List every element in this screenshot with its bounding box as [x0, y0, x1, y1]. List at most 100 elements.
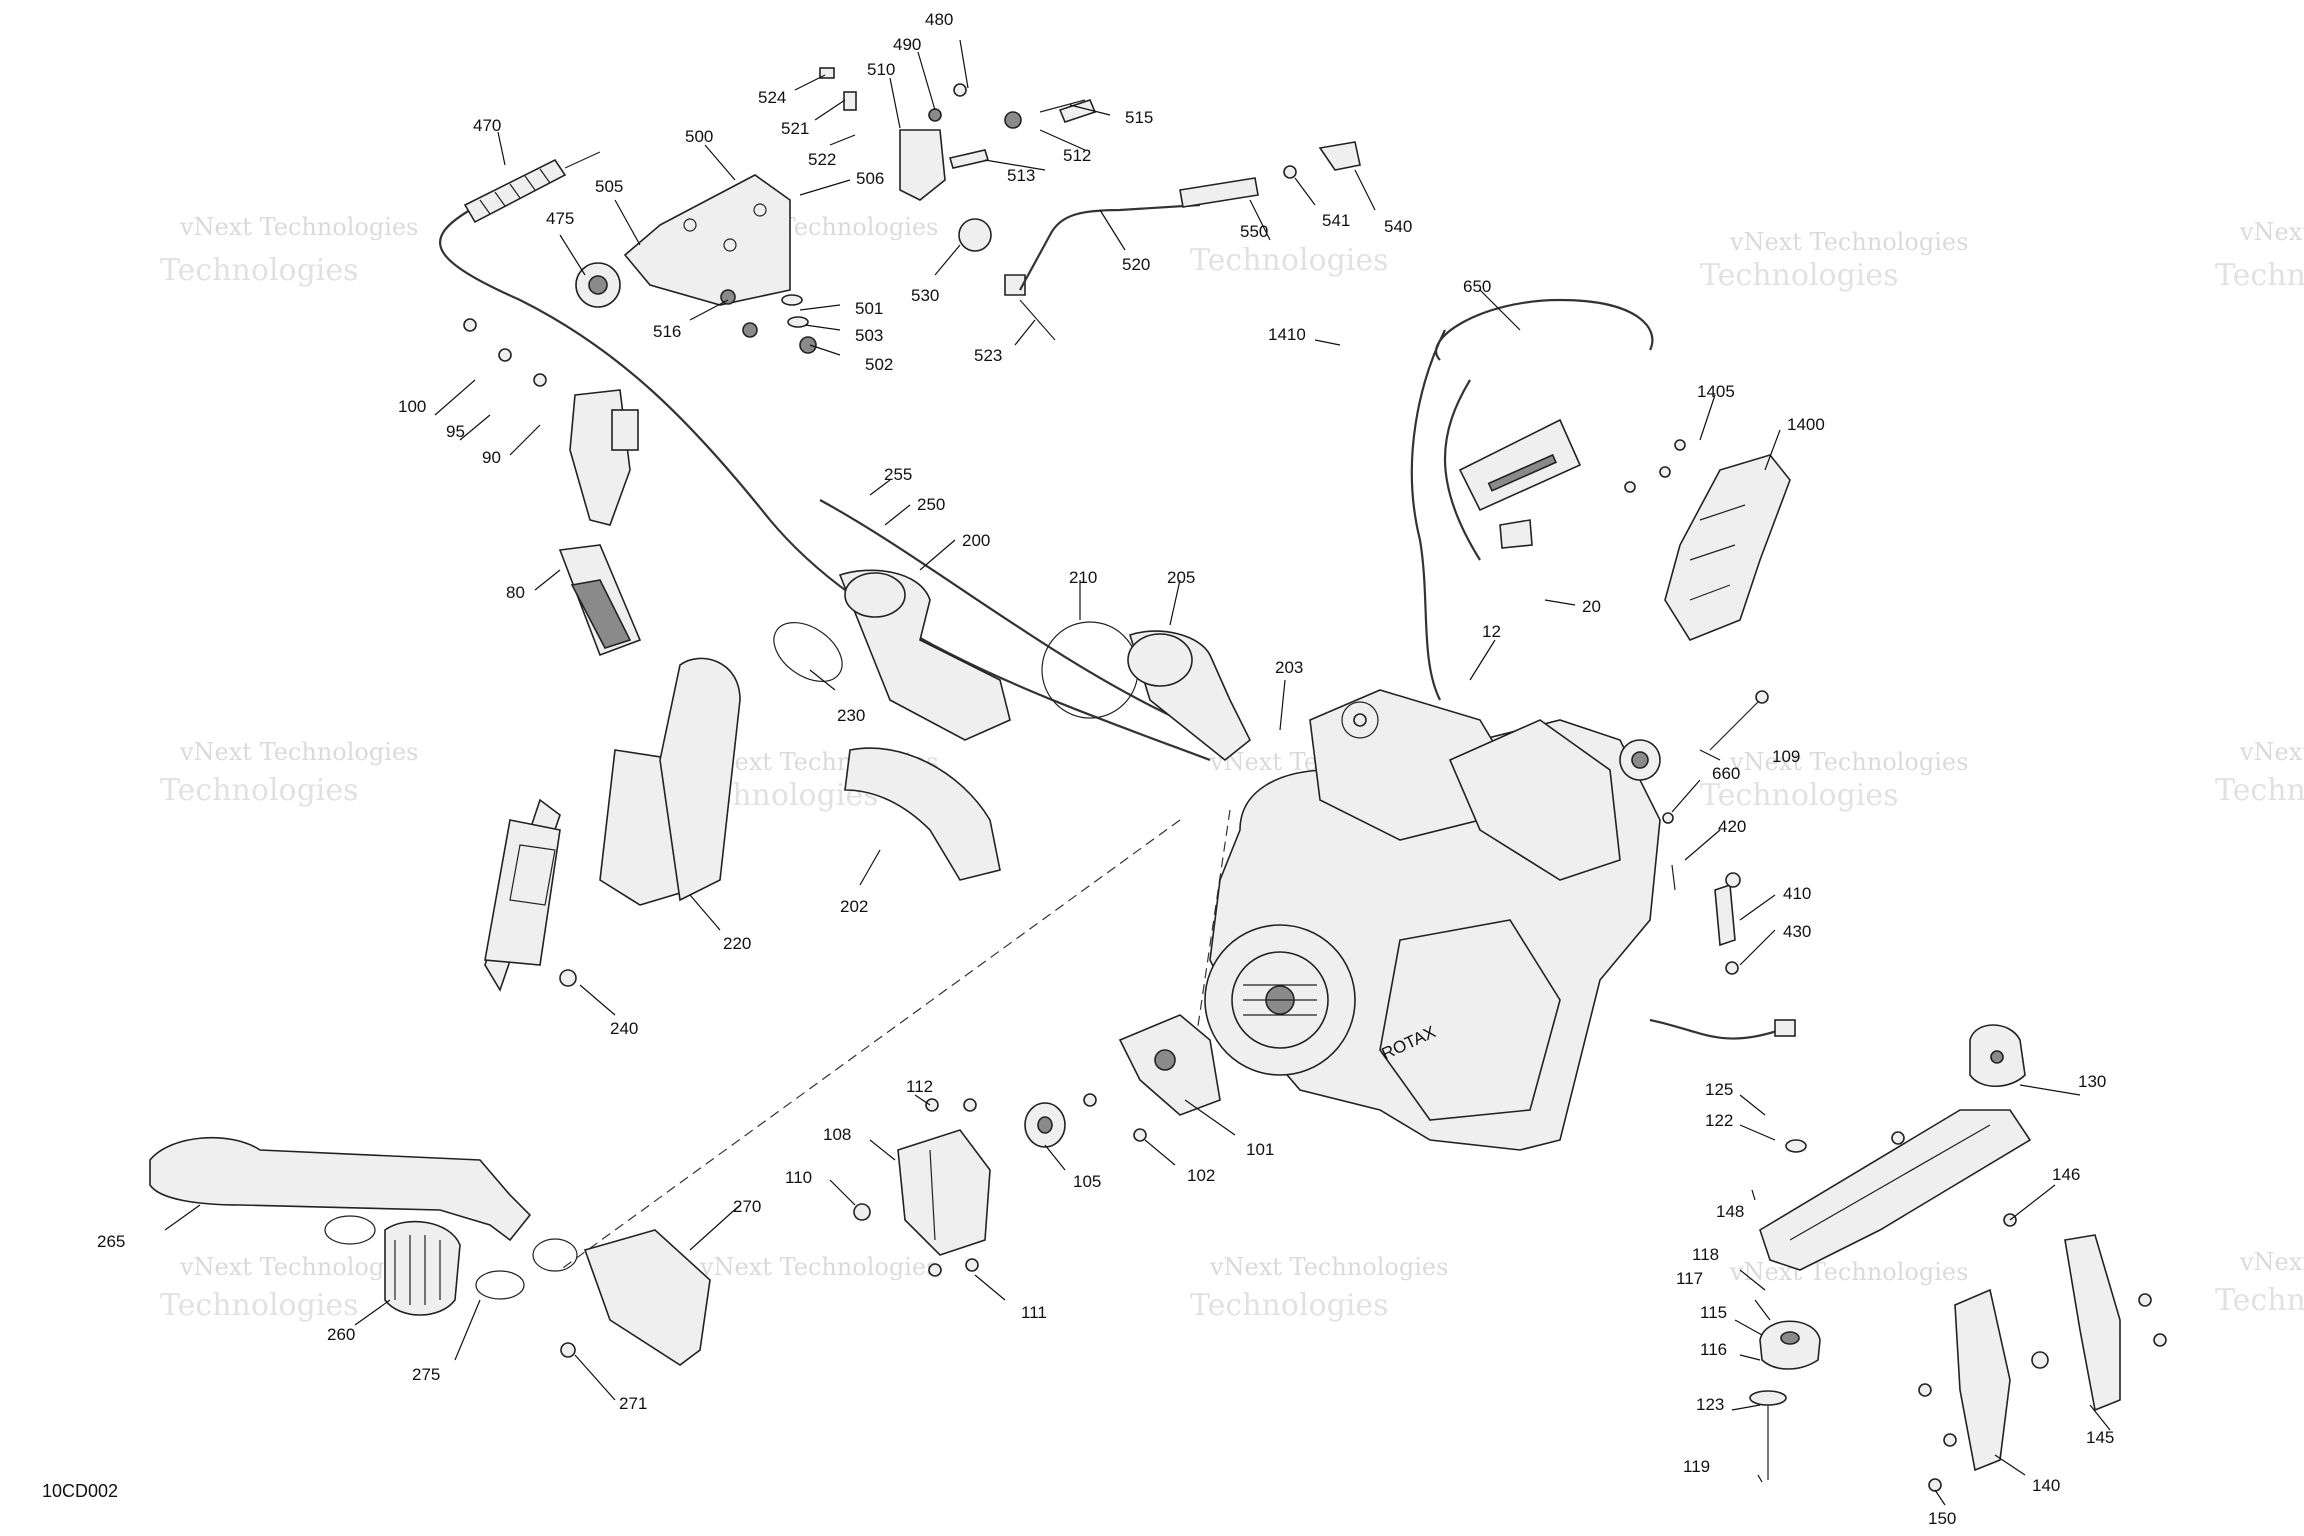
callout-523: 523	[974, 346, 1002, 365]
watermark-text: Technologies	[160, 1288, 359, 1323]
callout-117: 117	[1676, 1269, 1703, 1288]
callout-521: 521	[781, 119, 809, 138]
callout-150: 150	[1928, 1509, 1956, 1528]
callout-513: 513	[1007, 166, 1035, 185]
watermark-text: vNext Technologies	[699, 1253, 938, 1281]
wiring-harness-assembly	[1410, 298, 1654, 701]
callout-125: 125	[1705, 1080, 1733, 1099]
watermark-text: Technologies	[2215, 1283, 2304, 1318]
callout-480: 480	[925, 10, 953, 29]
callout-101: 101	[1246, 1140, 1274, 1159]
throttle-cable-assembly	[463, 151, 817, 354]
callout-512: 512	[1063, 146, 1091, 165]
callout-1405: 1405	[1697, 382, 1735, 401]
callout-130: 130	[2078, 1072, 2106, 1091]
callout-12: 12	[1482, 622, 1501, 641]
heat-shield-assembly	[1624, 439, 1791, 641]
callout-20: 20	[1582, 597, 1601, 616]
watermark-text: Technologies	[2215, 773, 2304, 808]
callout-410: 410	[1783, 884, 1811, 903]
document-code: 10CD002	[42, 1481, 118, 1501]
callout-230: 230	[837, 706, 865, 725]
callout-500: 500	[685, 127, 713, 146]
callout-505: 505	[595, 177, 623, 196]
callout-522: 522	[808, 150, 836, 169]
callout-430: 430	[1783, 922, 1811, 941]
callout-541: 541	[1322, 211, 1350, 230]
callout-116: 116	[1700, 1340, 1727, 1359]
watermark-text: Technologies	[1190, 243, 1389, 278]
callout-146: 146	[2052, 1165, 2080, 1184]
callout-502: 502	[865, 355, 893, 374]
callout-108: 108	[823, 1125, 851, 1144]
engine-side-hardware	[1649, 812, 1796, 1040]
watermark-text: Technologies	[1190, 1288, 1389, 1323]
callout-205: 205	[1167, 568, 1195, 587]
intake-duct-assembly	[149, 1136, 711, 1366]
callout-520: 520	[1122, 255, 1150, 274]
engine-assembly: ROTAX	[1204, 689, 1769, 1151]
watermark-text: vNext Technologies	[1729, 228, 1968, 256]
watermark-text: Technologies	[160, 773, 359, 808]
rear-engine-mount-assembly	[1749, 1024, 2167, 1492]
watermark-text: Technologies	[160, 253, 359, 288]
callout-109: 109	[1772, 747, 1800, 766]
callout-275: 275	[412, 1365, 440, 1384]
watermark-text: vNext Technologies	[2239, 738, 2304, 766]
shift-linkage-assembly	[819, 67, 1361, 341]
watermark-text: Technologies	[1700, 258, 1899, 293]
callout-123: 123	[1696, 1395, 1724, 1414]
callout-95: 95	[446, 422, 465, 441]
callout-111: 111	[1021, 1303, 1047, 1322]
callout-leader-lines	[164, 39, 2111, 1506]
watermark-text: vNext Technologies	[2239, 1248, 2304, 1276]
air-intake-assembly	[484, 569, 1252, 992]
callout-90: 90	[482, 448, 501, 467]
callout-420: 420	[1718, 817, 1746, 836]
callout-105: 105	[1073, 1172, 1101, 1191]
callout-80: 80	[506, 583, 525, 602]
callout-524: 524	[758, 88, 786, 107]
callout-516: 516	[653, 322, 681, 341]
callout-515: 515	[1125, 108, 1153, 127]
callout-202: 202	[840, 897, 868, 916]
callout-550: 550	[1240, 222, 1268, 241]
callout-140: 140	[2032, 1476, 2060, 1495]
callout-530: 530	[911, 286, 939, 305]
callout-506: 506	[856, 169, 884, 188]
callout-115: 115	[1700, 1303, 1727, 1322]
callout-118: 118	[1692, 1245, 1719, 1264]
cable-routing-line	[819, 499, 1181, 721]
watermark-text: vNext Technologies	[1729, 1258, 1968, 1286]
callout-112: 112	[906, 1077, 933, 1096]
callout-200: 200	[962, 531, 990, 550]
callout-240: 240	[610, 1019, 638, 1038]
callout-145: 145	[2086, 1428, 2114, 1447]
callout-270: 270	[733, 1197, 761, 1216]
callout-119: 119	[1683, 1457, 1710, 1476]
callout-100: 100	[398, 397, 426, 416]
callout-255: 255	[884, 465, 912, 484]
callout-475: 475	[546, 209, 574, 228]
callout-220: 220	[723, 934, 751, 953]
callout-510: 510	[867, 60, 895, 79]
callout-650: 650	[1463, 277, 1491, 296]
watermark-text: vNext Technologies	[2239, 218, 2304, 246]
callout-250: 250	[917, 495, 945, 514]
watermark-text: vNext Technologies	[179, 213, 418, 241]
callout-503: 503	[855, 326, 883, 345]
callout-203: 203	[1275, 658, 1303, 677]
callout-210: 210	[1069, 568, 1097, 587]
callout-260: 260	[327, 1325, 355, 1344]
callout-660: 660	[1712, 764, 1740, 783]
watermark-text: vNext Technologies	[1729, 748, 1968, 776]
callout-110: 110	[785, 1168, 812, 1187]
callout-490: 490	[893, 35, 921, 54]
watermark-text: Technologies	[1700, 778, 1899, 813]
callout-470: 470	[473, 116, 501, 135]
throttle-cable	[439, 209, 1211, 762]
watermark-text: vNext Technologies	[1209, 1253, 1448, 1281]
watermark-text: vNext Technologies	[179, 1253, 418, 1281]
callout-122: 122	[1705, 1111, 1733, 1130]
